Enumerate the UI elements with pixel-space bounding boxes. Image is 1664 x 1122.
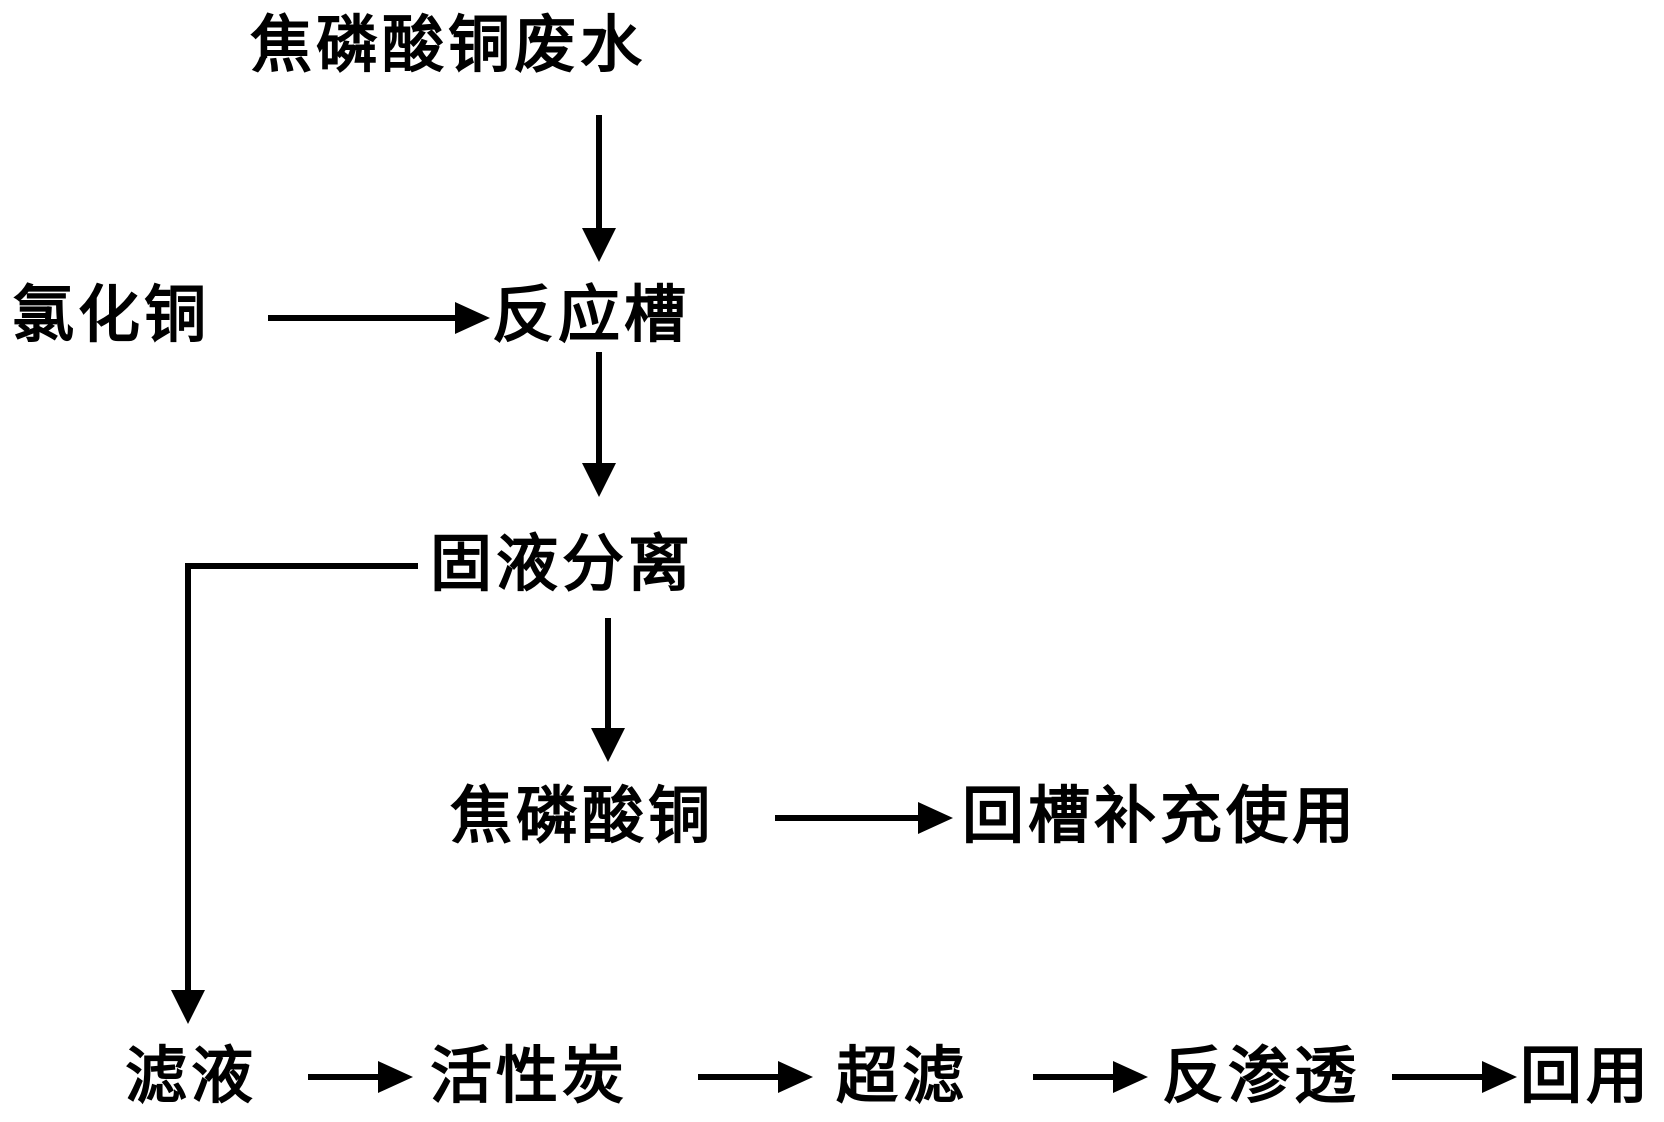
arrow-copper-pyrophosphate-to-return [775,802,953,834]
node-filtrate: 滤液 [125,1039,258,1112]
arrow-separation-to-copper-pyrophosphate [591,618,625,762]
node-copper-chloride: 氯化铜 [12,278,211,351]
arrow-wastewater-to-reaction-tank [582,115,616,262]
arrow-reaction-tank-to-separation [582,352,616,497]
node-solid-liquid-separation: 固液分离 [430,527,695,600]
arrow-filtrate-to-activated-carbon [308,1061,413,1093]
arrow-reverse-osmosis-to-reuse [1392,1061,1517,1093]
arrow-separation-to-filtrate [171,563,418,1024]
arrow-copper-chloride-to-reaction-tank [268,302,490,334]
node-wastewater: 焦磷酸铜废水 [250,8,647,81]
arrow-activated-carbon-to-ultrafiltration [698,1061,813,1093]
node-reaction-tank: 反应槽 [492,278,691,351]
arrow-ultrafiltration-to-reverse-osmosis [1033,1061,1148,1093]
node-ultrafiltration: 超滤 [836,1039,969,1112]
node-return-to-tank: 回槽补充使用 [962,779,1359,852]
node-reuse: 回用 [1520,1039,1653,1112]
node-copper-pyrophosphate: 焦磷酸铜 [450,779,715,852]
node-reverse-osmosis: 反渗透 [1162,1039,1361,1112]
node-activated-carbon: 活性炭 [430,1039,629,1112]
